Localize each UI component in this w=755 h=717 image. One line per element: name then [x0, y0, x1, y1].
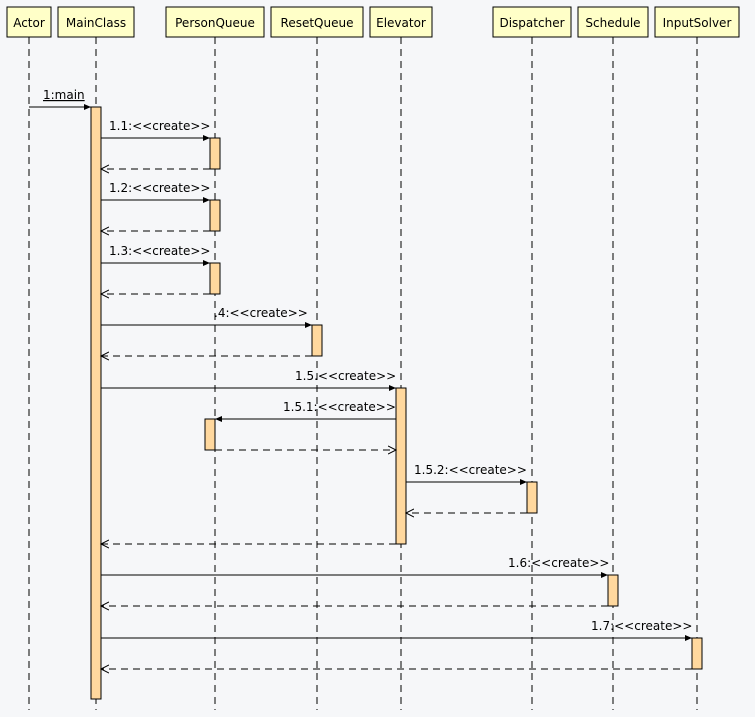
message-label: 1.2:<<create>> — [109, 181, 210, 195]
activation-bar-mainclass — [90, 106, 102, 700]
participant-box — [369, 6, 433, 38]
message-label: 1.7:<<create>> — [591, 619, 692, 633]
activation-bar-personqueue — [204, 418, 216, 451]
participant-box — [577, 6, 649, 38]
participant-label: ResetQueue — [281, 16, 354, 30]
message-m1_7[interactable]: 1.7:<<create>> — [101, 619, 692, 641]
participant-personqueue[interactable]: PersonQueue — [165, 6, 265, 38]
participant-inputsolver[interactable]: InputSolver — [654, 6, 740, 38]
activation-bar-personqueue — [209, 137, 221, 170]
activation-bar-inputsolver — [691, 637, 703, 670]
message-label: 1.5.2:<<create>> — [414, 463, 527, 477]
message-label: 1.3:<<create>> — [109, 244, 210, 258]
participant-box — [57, 6, 135, 38]
participant-box — [6, 6, 52, 38]
message-label: 1.5.<<create>> — [295, 369, 396, 383]
message-m1[interactable]: 1:main — [29, 88, 91, 110]
participant-box — [654, 6, 740, 38]
participant-box — [492, 6, 572, 38]
participant-label: InputSolver — [663, 16, 732, 30]
participant-resetqueue[interactable]: ResetQueue — [270, 6, 364, 38]
message-m1_1[interactable]: 1.1:<<create>> — [101, 119, 210, 141]
activation-bar-personqueue — [209, 262, 221, 295]
participant-schedule[interactable]: Schedule — [577, 6, 649, 38]
message-m1_2[interactable]: 1.2:<<create>> — [101, 181, 210, 203]
message-label: .4:<<create>> — [214, 306, 308, 320]
message-m1_5_2[interactable]: 1.5.2:<<create>> — [406, 463, 527, 485]
participant-dispatcher[interactable]: Dispatcher — [492, 6, 572, 38]
participant-label: Schedule — [585, 16, 640, 30]
message-m1_5_1[interactable]: 1.5.1:<<create>> — [215, 400, 396, 422]
participant-box — [270, 6, 364, 38]
message-m1_4[interactable]: .4:<<create>> — [101, 306, 312, 328]
participant-label: Elevator — [376, 16, 426, 30]
activation-bar-personqueue — [209, 199, 221, 232]
activation-bar-resetqueue — [311, 324, 323, 357]
participant-label: PersonQueue — [175, 16, 255, 30]
message-m1_5[interactable]: 1.5.<<create>> — [101, 369, 396, 391]
message-label: 1.5.1:<<create>> — [283, 400, 396, 414]
participant-actor[interactable]: Actor — [6, 6, 52, 38]
participant-mainclass[interactable]: MainClass — [57, 6, 135, 38]
message-m1_6[interactable]: 1.6:<<create>> — [101, 556, 609, 578]
participant-label: Actor — [13, 16, 45, 30]
participant-box — [165, 6, 265, 38]
participant-label: Dispatcher — [499, 16, 564, 30]
activation-bar-dispatcher — [526, 481, 538, 514]
message-m1_3[interactable]: 1.3:<<create>> — [101, 244, 210, 266]
activation-bar-schedule — [607, 574, 619, 607]
participant-elevator[interactable]: Elevator — [369, 6, 433, 38]
participant-label: MainClass — [66, 16, 126, 30]
message-label: 1:main — [43, 88, 85, 102]
message-label: 1.6:<<create>> — [508, 556, 609, 570]
activation-bar-elevator — [395, 387, 407, 545]
message-label: 1.1:<<create>> — [109, 119, 210, 133]
